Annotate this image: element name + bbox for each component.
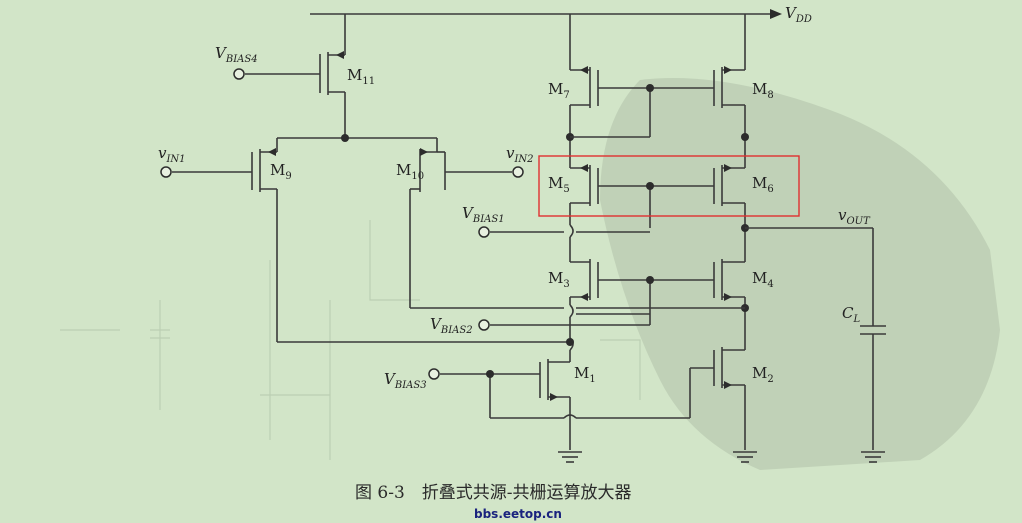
vdd-rail [310,9,782,19]
highlight-box [538,155,800,217]
m8-label: M8 [752,80,774,101]
gate-ties [490,87,714,326]
tail-node-dot [341,134,349,142]
vin2-terminal [512,166,524,178]
vbias3-label: VBIAS3 [384,370,427,391]
m3-m4-gate-node [646,276,654,284]
m5-label: M5 [548,174,570,195]
cl-label: CL [842,304,860,325]
transistor-m1 [440,359,714,450]
figure-caption: 图 6-3 折叠式共源-共栅运算放大器 [355,483,632,503]
m1-label: M1 [574,364,596,385]
vbias4-label: VBIAS4 [215,44,258,65]
vin1-terminal [160,166,172,178]
vin2-label: vIN2 [506,144,534,165]
m4-label: M4 [752,269,774,290]
m3-label: M3 [548,269,570,290]
m5-m6-gate-node [646,182,654,190]
vbias4-terminal [233,68,245,80]
vbias3-node [486,370,494,378]
m7-label: M7 [548,80,570,101]
vbias2-label: VBIAS2 [430,315,473,336]
fold-connections [277,307,745,343]
vdd-label: VDD [785,4,812,25]
m6-label: M6 [752,174,774,195]
watermark-text: bbs.eetop.cn [474,507,562,521]
m9-label: M9 [270,161,292,182]
vbias1-label: VBIAS1 [462,204,505,225]
vbias1-terminal [478,226,490,238]
ground-symbol-m2 [733,451,757,463]
transistor-m10 [409,148,512,308]
vout-label: vOUT [838,206,871,227]
vbias2-terminal [478,319,490,331]
transistor-m9 [172,148,278,342]
tail-node-wiring [276,137,438,152]
m2-label: M2 [752,364,774,385]
ground-symbol-m1 [558,451,582,463]
left-branch-wiring [569,14,599,362]
vin1-label: vIN1 [158,144,186,165]
vbias3-terminal [428,368,440,380]
m7-m8-gate-node [646,84,654,92]
output-load [745,227,886,450]
seal-stamp [600,78,1000,470]
m11-label: M11 [347,66,375,87]
m3-source-node [566,338,574,346]
transistor-m11 [245,14,346,138]
ground-symbol-cl [861,451,885,463]
m8-drain-node [741,133,749,141]
background-ghost [60,220,641,460]
m10-label: M10 [396,161,424,182]
